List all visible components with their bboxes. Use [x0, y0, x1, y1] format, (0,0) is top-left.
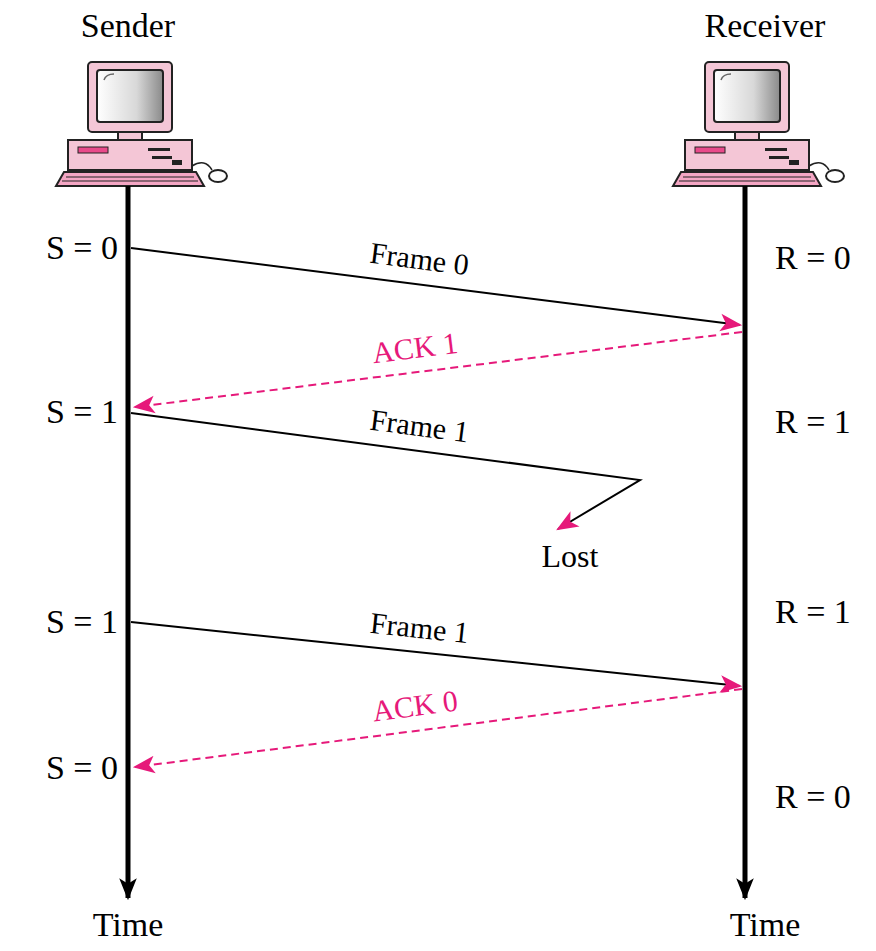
frame-label: Frame 0 — [369, 235, 472, 280]
receiver-state: R = 0 — [775, 778, 851, 815]
sender-computer — [56, 62, 227, 186]
ack-label: ACK 0 — [370, 683, 459, 727]
device-name: Receiver — [705, 7, 826, 44]
frame-label: Frame 1 — [369, 605, 471, 648]
ack-label: ACK 1 — [370, 325, 459, 368]
device-name: Sender — [81, 7, 175, 44]
receiver-state: R = 0 — [775, 239, 851, 276]
receiver-state: R = 1 — [775, 403, 851, 440]
sender-state: S = 1 — [46, 393, 118, 430]
sender-state: S = 0 — [46, 749, 118, 786]
receiver-computer — [673, 62, 844, 186]
receiver-timeline — [743, 186, 748, 898]
sender-state: S = 0 — [46, 229, 118, 266]
receiver-state: R = 1 — [775, 593, 851, 630]
sender-timeline — [126, 186, 131, 898]
axis-label: Time — [93, 906, 164, 943]
axis-label: Time — [730, 906, 801, 943]
sender-state: S = 1 — [46, 603, 118, 640]
lost-note: Lost — [542, 539, 599, 574]
frame-label: Frame 1 — [369, 402, 472, 448]
